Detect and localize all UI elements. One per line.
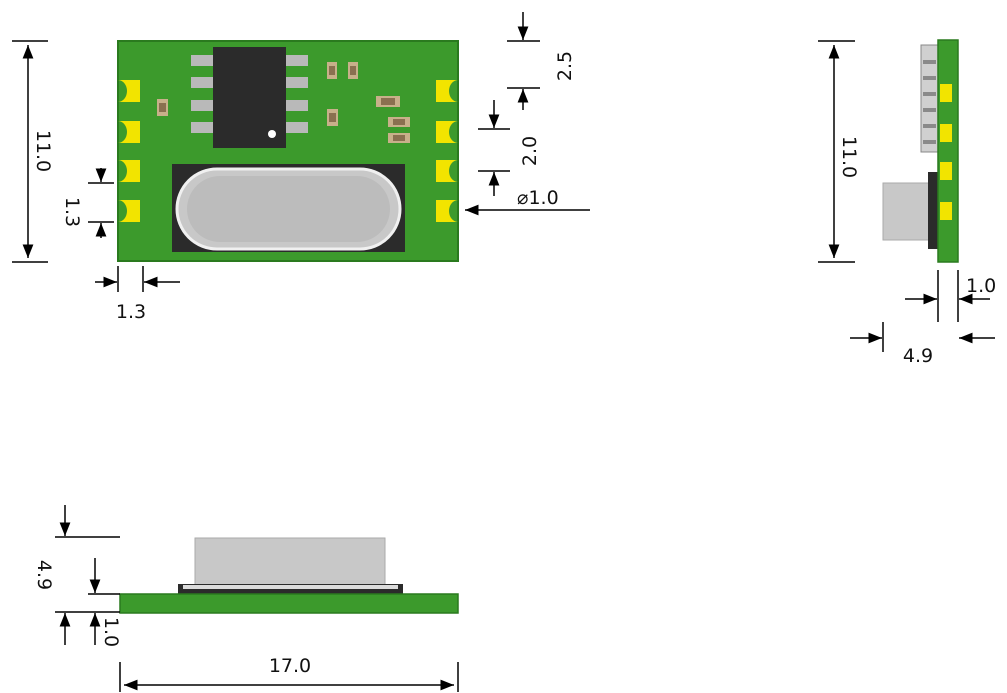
- label-top-edge-to-pad: 2.5: [554, 51, 576, 81]
- dim-pad-pitch-vertical: [88, 168, 114, 238]
- smd-components: [157, 62, 410, 143]
- dim-side-total-depth: [850, 322, 995, 352]
- label-top-height: 11.0: [32, 130, 54, 172]
- side-crystal-base: [928, 172, 938, 249]
- dim-top-height: [12, 40, 48, 263]
- ic-chip: [191, 47, 308, 148]
- dim-side-pcb-thickness: [905, 270, 990, 322]
- label-front-length: 17.0: [269, 655, 311, 677]
- dim-top-edge-to-pad: [507, 12, 540, 110]
- label-pad-width: 1.3: [116, 301, 146, 323]
- label-hole-diameter: ⌀1.0: [517, 187, 559, 209]
- top-view: 11.0 1.3 1.3 2.5: [12, 12, 590, 323]
- label-pad-spacing: 2.0: [519, 136, 541, 166]
- dim-side-height: [818, 40, 855, 263]
- side-crystal-body: [882, 182, 934, 241]
- label-pad-pitch-vertical: 1.3: [61, 197, 83, 227]
- label-side-pcb-thickness: 1.0: [966, 275, 996, 297]
- side-gold-pads: [940, 84, 952, 220]
- left-castellated-pads: [118, 80, 140, 222]
- side-pcb: [937, 39, 959, 263]
- front-view: 4.9 1.0 17.0: [33, 505, 459, 692]
- dim-pad-spacing: [478, 100, 510, 196]
- dim-front-pcb-thickness: [88, 558, 120, 645]
- label-side-total-depth: 4.9: [903, 345, 933, 367]
- side-ic-leads: [923, 60, 936, 144]
- front-crystal-body: [194, 537, 386, 587]
- label-front-pcb-thickness: 1.0: [100, 617, 122, 647]
- right-castellated-pads: [436, 80, 458, 222]
- front-pcb: [119, 593, 459, 614]
- dim-front-height: [55, 505, 120, 645]
- side-view: 11.0 1.0 4.9: [818, 39, 996, 367]
- dim-front-length: [119, 662, 459, 692]
- dim-pad-width: [95, 266, 180, 292]
- label-side-height: 11.0: [838, 136, 860, 178]
- label-front-height: 4.9: [33, 560, 55, 590]
- crystal-oscillator: [172, 164, 405, 252]
